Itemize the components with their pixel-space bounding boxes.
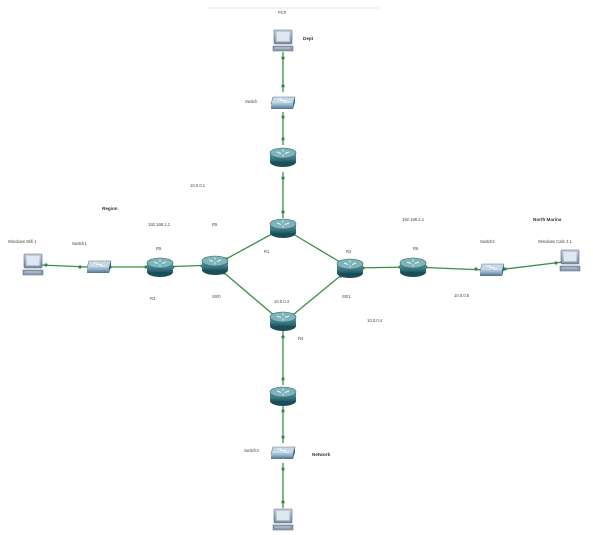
switch-left-label: Switch1 xyxy=(72,241,87,246)
region-left-label: Region xyxy=(102,206,118,211)
pc-right-icon[interactable] xyxy=(559,249,581,272)
net-left-label: 192.168.1.1 xyxy=(148,222,171,227)
region-bottom-label: Network xyxy=(312,452,331,457)
labels: PC0 Dept Switch 10.0.0.1 Region 192.168.… xyxy=(8,10,573,457)
net-top-label: 10.0.0.1 xyxy=(190,183,206,188)
switch-bottom-label: Switch3 xyxy=(244,448,259,453)
dept-label: Dept xyxy=(303,36,314,41)
router-r3-icon[interactable] xyxy=(201,255,229,276)
port-label-a: S0/0 xyxy=(212,294,221,299)
link-r3-r4 xyxy=(214,264,284,324)
devices xyxy=(22,29,581,531)
router-r4-icon[interactable] xyxy=(269,311,297,332)
router-r3-label: R3 xyxy=(150,296,156,301)
switch-right-icon[interactable] xyxy=(479,263,505,277)
net-right-label: 192.168.2.1 xyxy=(402,217,425,222)
pc-top-icon[interactable] xyxy=(272,29,294,52)
router-r1-name: R1 xyxy=(264,249,270,254)
pc-left-icon[interactable] xyxy=(22,253,44,276)
pc-bottom-icon[interactable] xyxy=(272,508,294,531)
router-top-icon[interactable] xyxy=(269,147,297,168)
links xyxy=(39,52,564,508)
router-r6-name: R6 xyxy=(413,246,419,251)
router-r5-name: R5 xyxy=(156,246,162,251)
router-r6-icon[interactable] xyxy=(399,257,427,278)
router-r5-icon[interactable] xyxy=(146,257,174,278)
pc-right-label: Windows Cafe 2.1 xyxy=(538,239,573,244)
switch-top-icon[interactable] xyxy=(270,96,296,110)
router-bottom-icon[interactable] xyxy=(269,386,297,407)
link-switch-right-pc xyxy=(496,261,564,271)
net-bottom-center-label: 10.0.0.3 xyxy=(274,299,290,304)
switch-left-icon[interactable] xyxy=(86,260,112,274)
router-r5-label: R5 xyxy=(212,222,218,227)
router-r2-name: R2 xyxy=(346,249,352,254)
pc-left-label: Windows Wifi 1 xyxy=(8,239,37,244)
net-bottom-right-label: 10.0.0.5 xyxy=(454,293,470,298)
switch-top-label: Switch xyxy=(245,99,258,104)
link-r2-r4 xyxy=(282,267,351,324)
switch-right-label: Switch2 xyxy=(480,239,495,244)
router-r2-icon[interactable] xyxy=(336,258,364,279)
router-r1-icon[interactable] xyxy=(269,218,297,239)
port-label-b: S0/1 xyxy=(342,294,351,299)
pc-top-label: PC0 xyxy=(278,10,287,15)
link-endpoints xyxy=(44,56,558,504)
router-r4-name: R4 xyxy=(298,336,304,341)
region-right-label: North Marina xyxy=(533,217,562,222)
net-right-low-label: 10.0.0.4 xyxy=(367,318,383,323)
switch-bottom-icon[interactable] xyxy=(270,446,296,460)
